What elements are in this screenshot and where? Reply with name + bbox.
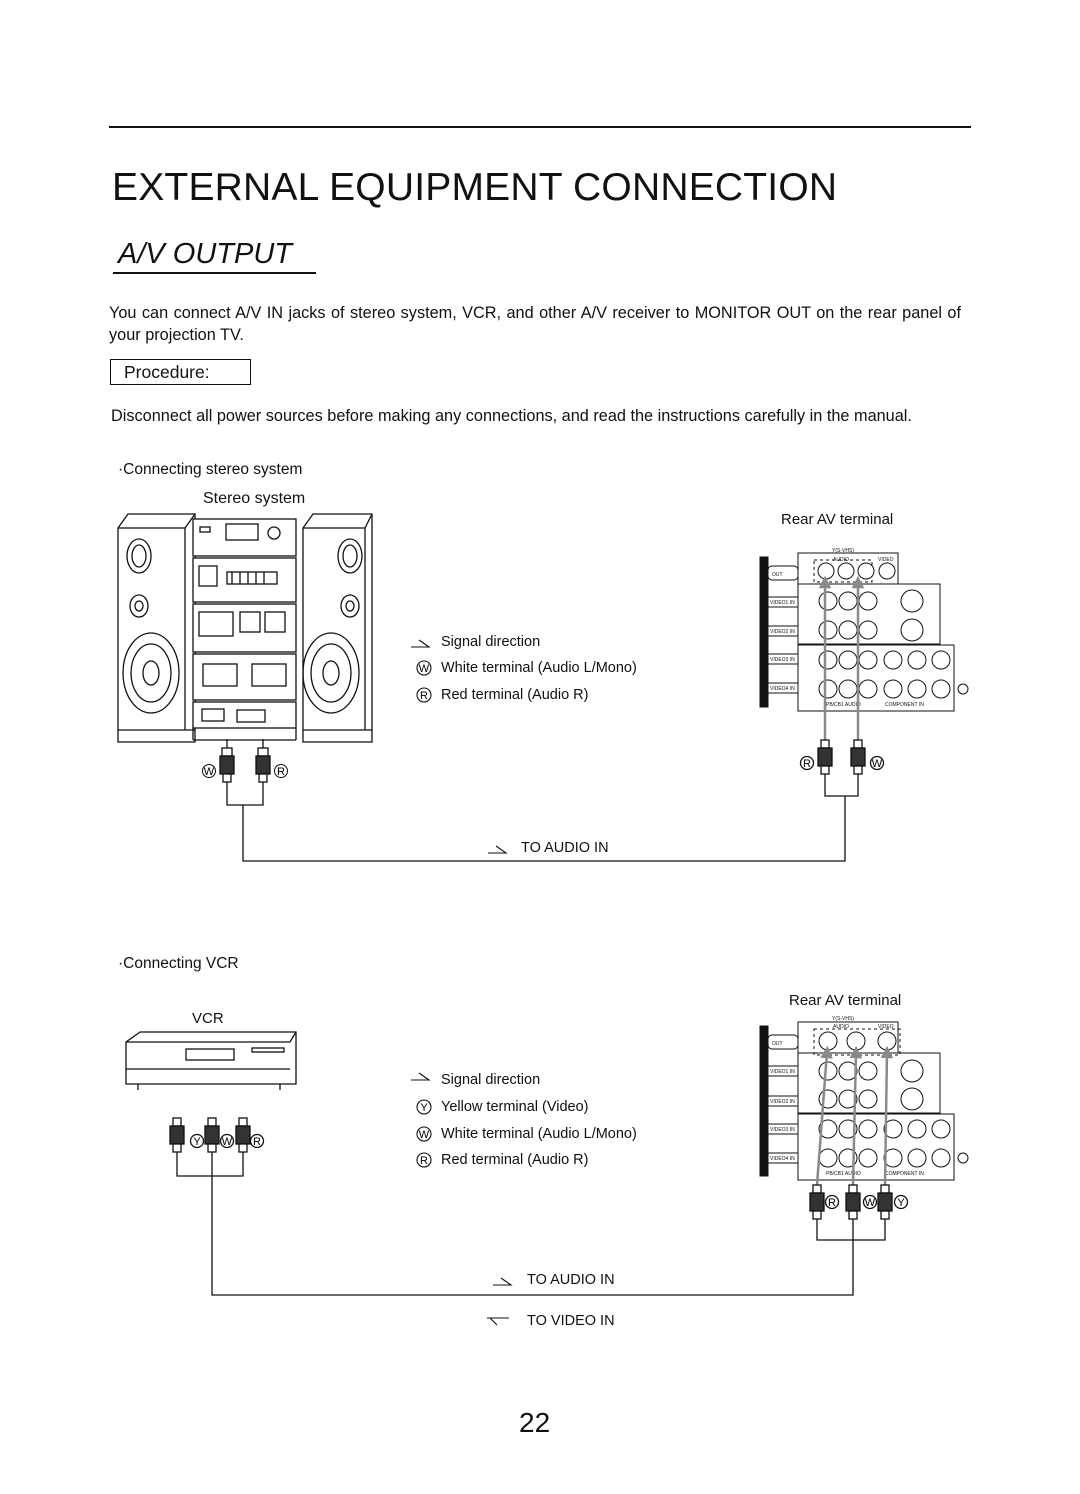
plug-letter-w: W	[222, 1136, 233, 1148]
stereo-stack-icon	[192, 518, 297, 741]
plug-letter-r: R	[253, 1136, 261, 1148]
white-terminal-icon	[416, 1126, 432, 1142]
stereo-to-audio-arrow-icon	[488, 845, 508, 854]
stereo-legend-symbols	[411, 639, 432, 703]
panel-label-bottom-left: PB/CB1 AUDIO	[826, 702, 861, 708]
signal-direction-icon	[411, 1072, 431, 1081]
section-title-underline	[113, 272, 316, 274]
stereo-left-plugs	[219, 739, 846, 862]
vcr-to-video-arrow-icon	[487, 1317, 509, 1326]
vcr-to-video-label: TO VIDEO IN	[527, 1313, 615, 1329]
warning-paragraph: Disconnect all power sources before maki…	[111, 407, 912, 425]
panel-label-video1: VIDEO1 IN	[770, 1069, 795, 1075]
vcr-section-heading: ·Connecting VCR	[118, 955, 239, 972]
plug-letter-y: Y	[193, 1136, 201, 1148]
panel-label-bottom-left: PB/CB1 AUDIO	[826, 1171, 861, 1177]
panel-label-video2: VIDEO2 IN	[770, 1099, 795, 1105]
stereo-left-plug-letters: W R	[202, 764, 288, 778]
vcr-legend-symbols	[411, 1072, 432, 1168]
section-title: A/V OUTPUT	[118, 238, 293, 270]
page-number: 22	[519, 1407, 551, 1438]
vcr-legend-white: White terminal (Audio L/Mono)	[441, 1126, 637, 1142]
vcr-to-audio-arrow-icon	[493, 1277, 513, 1286]
plug-letter-r: R	[803, 758, 811, 770]
panel-label-audio: AUDIO	[833, 557, 849, 563]
vcr-illustration	[125, 1031, 297, 1090]
vcr-left-plugs	[169, 1117, 854, 1296]
plug-letter-r: R	[828, 1197, 836, 1209]
red-terminal-icon	[416, 1152, 432, 1168]
vcr-terminal-label: Rear AV terminal	[789, 992, 902, 1009]
vcr-legend-red: Red terminal (Audio R)	[441, 1152, 589, 1168]
intro-paragraph: You can connect A/V IN jacks of stereo s…	[109, 304, 961, 344]
vcr-to-audio-label: TO AUDIO IN	[527, 1272, 615, 1288]
page-title: EXTERNAL EQUIPMENT CONNECTION	[112, 166, 838, 209]
stereo-device-label: Stereo system	[203, 490, 306, 507]
stereo-terminal-label: Rear AV terminal	[781, 511, 894, 528]
stereo-system-illustration	[117, 513, 373, 743]
panel-label-svhs: Y(S-VHS)	[832, 1016, 854, 1022]
panel-label-out: OUT	[772, 572, 783, 578]
left-speaker-icon	[117, 513, 196, 743]
plug-letter-w: W	[872, 758, 883, 770]
yellow-terminal-icon	[416, 1099, 432, 1115]
panel-label-video2: VIDEO2 IN	[770, 629, 795, 635]
stereo-legend-white: White terminal (Audio L/Mono)	[441, 660, 637, 676]
plug-letter-w: W	[204, 766, 215, 778]
white-terminal-icon	[416, 660, 432, 676]
panel-label-video1: VIDEO1 IN	[770, 600, 795, 606]
stereo-legend-signal: Signal direction	[441, 634, 541, 650]
panel-label-video3: VIDEO3 IN	[770, 657, 795, 663]
procedure-label: Procedure:	[110, 359, 251, 385]
panel-label-video: VIDEO	[878, 1024, 894, 1030]
legend-letter-r: R	[420, 1155, 428, 1167]
stereo-to-audio-label: TO AUDIO IN	[521, 840, 609, 856]
legend-letter-y: Y	[420, 1102, 428, 1114]
stereo-right-plugs	[799, 739, 885, 797]
right-speaker-icon	[302, 513, 373, 743]
legend-letter-w: W	[419, 663, 430, 675]
panel-label-video3: VIDEO3 IN	[770, 1127, 795, 1133]
panel-label-svhs: Y(S-VHS)	[832, 548, 854, 554]
vcr-signal-arrows	[815, 1045, 894, 1186]
panel-label-component: COMPONENT IN	[885, 1171, 924, 1177]
plug-letter-w: W	[865, 1197, 876, 1209]
red-terminal-icon	[416, 687, 432, 703]
top-rule	[109, 126, 971, 128]
stereo-legend-red: Red terminal (Audio R)	[441, 687, 589, 703]
panel-label-component: COMPONENT IN	[885, 702, 924, 708]
plug-letter-r: R	[277, 766, 285, 778]
panel-label-video4: VIDEO4 IN	[770, 1156, 795, 1162]
legend-letter-w: W	[419, 1129, 430, 1141]
vcr-device-label: VCR	[192, 1010, 224, 1027]
vcr-legend-yellow: Yellow terminal (Video)	[441, 1099, 589, 1115]
vcr-legend-signal: Signal direction	[441, 1072, 541, 1088]
plug-letter-y: Y	[897, 1197, 905, 1209]
legend-letter-r: R	[420, 690, 428, 702]
vcr-rear-av-terminal	[759, 1021, 969, 1181]
panel-label-audio: AUDIO	[833, 1024, 849, 1030]
stereo-signal-arrows	[818, 575, 865, 740]
panel-label-out: OUT	[772, 1041, 783, 1047]
panel-label-video4: VIDEO4 IN	[770, 686, 795, 692]
panel-label-video: VIDEO	[878, 557, 894, 563]
signal-direction-icon	[411, 639, 431, 648]
vcr-right-plugs	[809, 1184, 909, 1241]
stereo-section-heading: ·Connecting stereo system	[118, 461, 303, 478]
